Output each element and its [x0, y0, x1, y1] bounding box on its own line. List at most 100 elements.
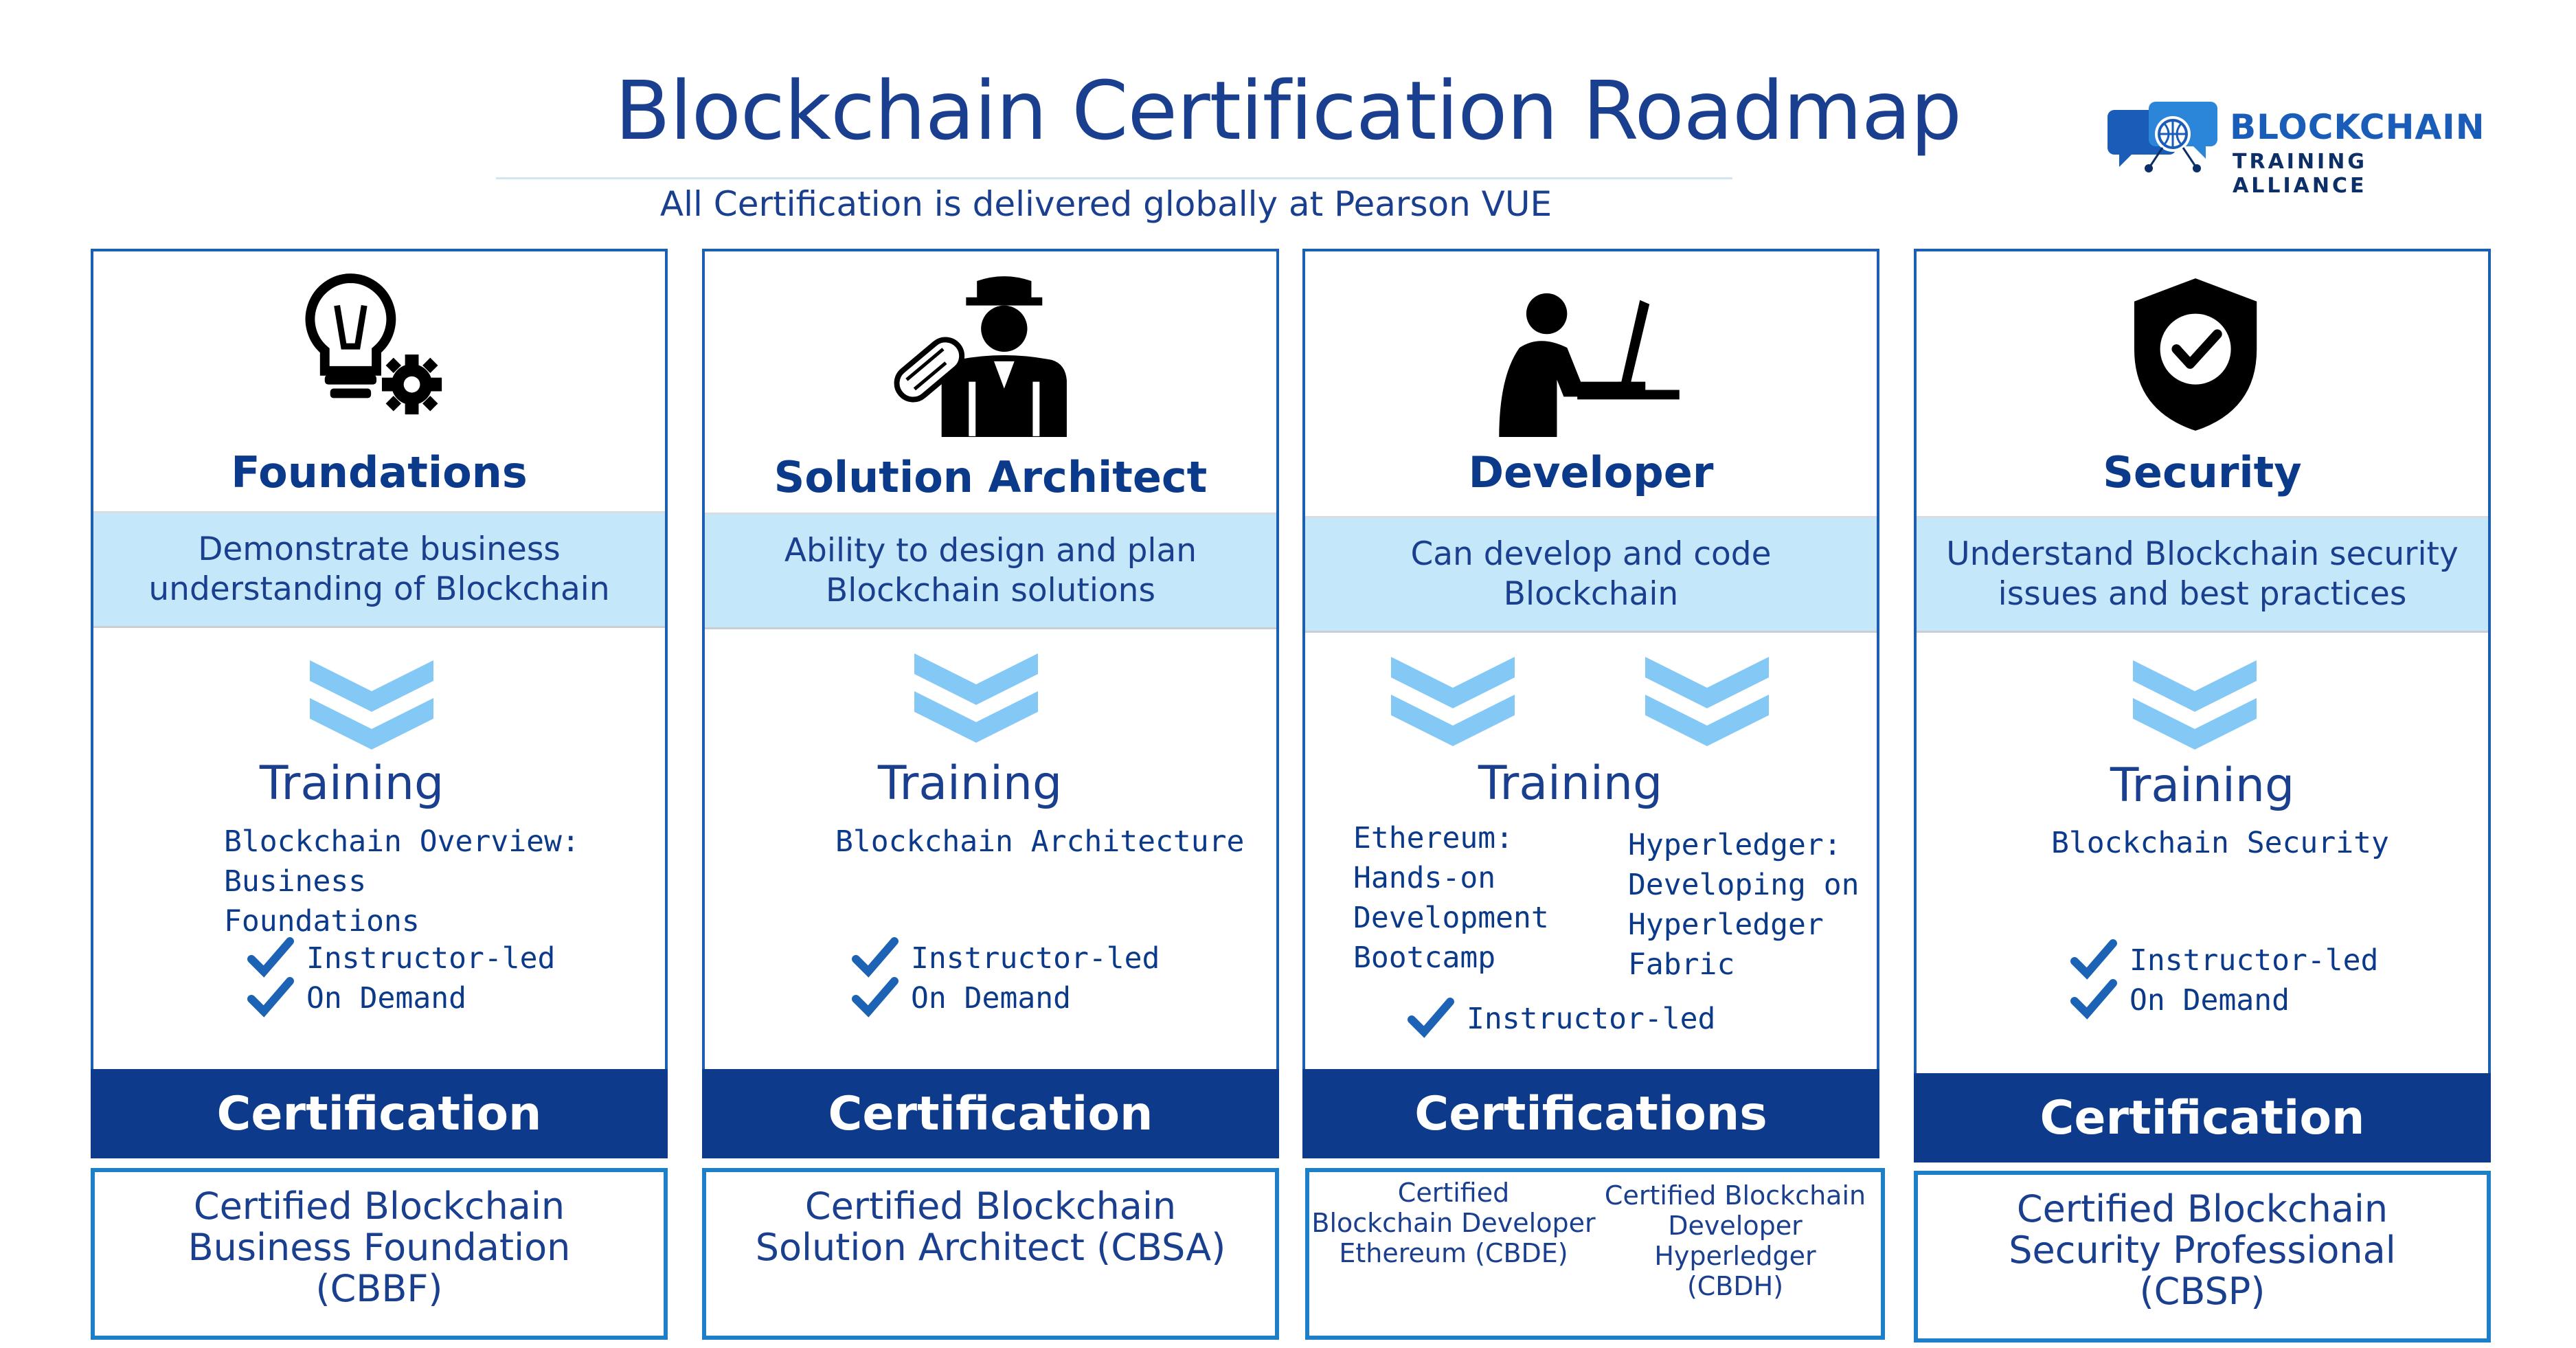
certification-line: Certified Blockchain [1604, 1180, 1866, 1211]
checkmark-icon [852, 937, 899, 978]
shield-check-icon [2134, 278, 2257, 431]
certification-line: (CBSP) [2139, 1270, 2266, 1313]
course-line: Developing on [1628, 868, 1860, 902]
delivery-label: Instructor-led [1467, 1002, 1716, 1036]
chevron-down-icon [1645, 657, 1769, 746]
checkmark-icon [852, 977, 899, 1018]
course-line: Hands-on [1353, 861, 1496, 895]
description-line: Blockchain solutions [826, 572, 1155, 609]
column-title: Foundations [231, 447, 528, 497]
delivery-on-demand: On Demand [247, 977, 466, 1018]
certification-header: Certification [1914, 1073, 2491, 1162]
logo-name: BLOCKCHAIN [2230, 107, 2485, 147]
course-line: Bootcamp [1353, 941, 1496, 975]
delivery-label: On Demand [2129, 983, 2290, 1018]
course-line: Blockchain Security [2051, 826, 2389, 860]
training-label: Training [1478, 756, 1663, 811]
page-subtitle: All Certification is delivered globally … [659, 184, 1552, 224]
logo-chat-globe-icon [2108, 102, 2217, 172]
description-line: Demonstrate business [198, 530, 561, 568]
logo-tagline: TRAINING ALLIANCE [2233, 150, 2367, 198]
page-title: Blockchain Certification Roadmap [614, 63, 1962, 158]
brand-logo: BLOCKCHAIN TRAINING ALLIANCE [2108, 96, 2492, 198]
delivery-label: Instructor-led [306, 941, 556, 976]
course-line: Ethereum: [1353, 821, 1513, 855]
certification-header: Certification [702, 1069, 1279, 1158]
chevron-down-icon [914, 653, 1038, 743]
checkmark-icon [2070, 979, 2117, 1020]
certification-line: Developer Hyperledger [1654, 1211, 1816, 1271]
delivery-label: On Demand [306, 981, 466, 1015]
certification-card: Certified Blockchain Solution Architect … [702, 1168, 1279, 1340]
column-title: Security [2103, 447, 2302, 497]
description-line: issues and best practices [1998, 575, 2407, 613]
title-divider [496, 177, 1732, 179]
delivery-instructor-led: Instructor-led [852, 937, 1160, 978]
certification-line: Certified Blockchain [2016, 1187, 2388, 1231]
certification-line: Certified Blockchain [804, 1184, 1177, 1228]
certification-name: Certified Blockchain Business Foundation… [95, 1186, 664, 1310]
certification-name: Certified Blockchain Security Profession… [1918, 1189, 2487, 1312]
description-line: Blockchain [1503, 575, 1679, 613]
training-label: Training [877, 756, 1063, 811]
delivery-label: Instructor-led [2129, 943, 2379, 978]
delivery-instructor-led: Instructor-led [247, 937, 556, 978]
certification-line: Certified Blockchain [193, 1184, 565, 1228]
course-name: Blockchain Security [2051, 823, 2389, 863]
training-label: Training [259, 756, 444, 811]
certification-line: (CBBF) [315, 1267, 443, 1310]
column-title: Solution Architect [773, 452, 1208, 502]
certification-card: Certified Blockchain Developer Ethereum … [1305, 1168, 1885, 1340]
delivery-on-demand: On Demand [2070, 979, 2290, 1020]
certification-line: Ethereum (CBDE) [1339, 1238, 1568, 1268]
delivery-instructor-led: Instructor-led [2070, 939, 2379, 980]
course-line: Foundations [224, 904, 420, 939]
course-name: Blockchain Overview: Business Foundation… [224, 822, 665, 941]
delivery-label: Instructor-led [911, 941, 1160, 976]
certification-header: Certification [91, 1069, 668, 1158]
delivery-instructor-led: Instructor-led [1408, 998, 1716, 1039]
checkmark-icon [247, 977, 294, 1018]
course-name-hyperledger: Hyperledger: Developing on Hyperledger F… [1628, 825, 1877, 985]
certification-name-hyperledger: Certified Blockchain Developer Hyperledg… [1591, 1180, 1879, 1301]
course-line: Hyperledger Fabric [1628, 908, 1824, 982]
certification-card: Certified Blockchain Security Profession… [1914, 1171, 2491, 1343]
course-line: Hyperledger: [1628, 828, 1842, 862]
lightbulb-gear-icon [305, 273, 442, 415]
developer-computer-icon [1499, 293, 1680, 437]
certification-header: Certifications [1302, 1069, 1879, 1158]
description-line: Can develop and code [1410, 535, 1772, 573]
chevron-down-icon [310, 660, 433, 750]
certification-line: Certified [1397, 1178, 1510, 1208]
delivery-label: On Demand [911, 981, 1071, 1015]
certification-line: (CBDH) [1686, 1271, 1784, 1301]
description-line: Understand Blockchain security [1946, 535, 2459, 573]
checkmark-icon [1408, 998, 1454, 1038]
delivery-on-demand: On Demand [852, 977, 1071, 1018]
certification-name-ethereum: Certified Blockchain Developer Ethereum … [1309, 1178, 1598, 1268]
checkmark-icon [2070, 939, 2117, 980]
engineer-blueprint-icon [894, 276, 1067, 437]
certification-card: Certified Blockchain Business Foundation… [91, 1168, 668, 1340]
chevron-down-icon [2133, 660, 2257, 750]
description-line: Ability to design and plan [784, 532, 1197, 570]
course-line: Blockchain Overview: Business [224, 824, 580, 899]
certification-line: Security Professional [2009, 1228, 2396, 1272]
chevron-down-icon [1391, 657, 1515, 746]
certification-line: Business Foundation [188, 1226, 571, 1269]
column-title: Developer [1468, 447, 1714, 497]
certification-name: Certified Blockchain Solution Architect … [706, 1186, 1275, 1268]
description-line: understanding of Blockchain [148, 570, 610, 608]
certification-line: Solution Architect (CBSA) [755, 1226, 1226, 1269]
training-label: Training [2110, 759, 2295, 813]
roadmap-column-solution-architect: Solution Architect Ability to design and… [702, 249, 1279, 1158]
course-line: Blockchain Architecture [835, 824, 1245, 859]
course-line: Development [1353, 901, 1549, 935]
course-name-ethereum: Ethereum: Hands-on Development Bootcamp [1353, 818, 1549, 978]
